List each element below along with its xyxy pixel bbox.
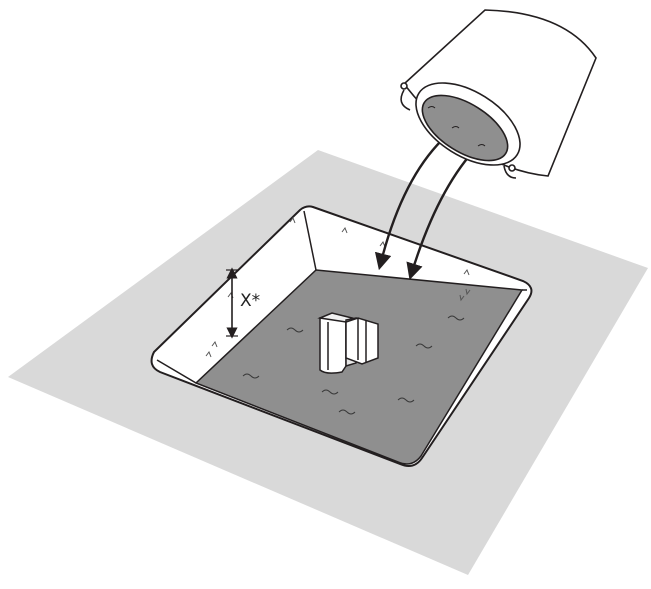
water-ripples bbox=[242, 315, 465, 415]
bucket-icon bbox=[400, 9, 597, 179]
pipe-fitting-icon bbox=[317, 312, 379, 374]
wall-texture-marks bbox=[205, 216, 471, 358]
dimension-label: X* bbox=[240, 291, 260, 311]
dimension-arrow-icon bbox=[226, 267, 238, 339]
water-surface bbox=[194, 269, 524, 465]
pit-wall-edges bbox=[156, 210, 527, 384]
